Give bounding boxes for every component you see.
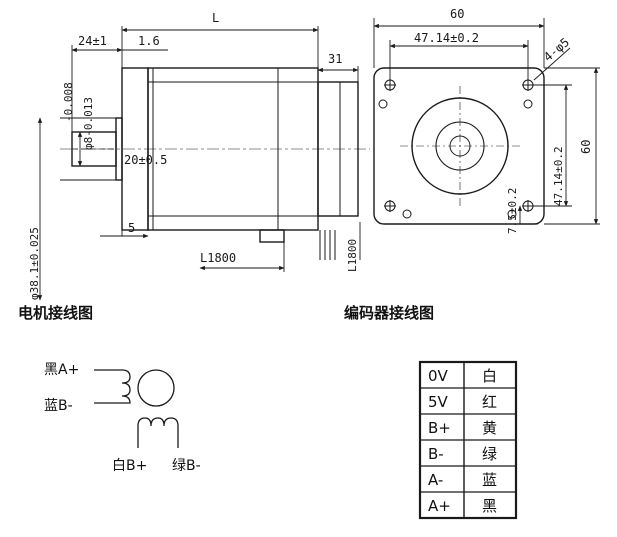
encoder-signal-3: B+ (428, 419, 451, 437)
side-view (60, 67, 370, 260)
dim-cable-2: L1800 (346, 239, 359, 272)
encoder-color-5: 蓝 (482, 471, 497, 489)
dim-60-side: 60 (579, 140, 593, 154)
dim-5: 5 (128, 221, 135, 235)
encoder-color-3: 黄 (482, 419, 497, 437)
encoder-signal-1: 0V (428, 367, 449, 385)
front-view-dimensions (373, 18, 600, 225)
dim-7-5: 7.5±0.2 (506, 188, 519, 234)
label-b-minus: 蓝B- (44, 398, 73, 414)
dim-47-top: 47.14±0.2 (414, 31, 479, 45)
encoder-signal-2: 5V (428, 393, 449, 411)
dim-shaft-tol: -0.008 (62, 82, 75, 122)
mounting-holes (378, 79, 534, 219)
encoder-signal-6: A+ (428, 497, 451, 515)
label-b-plus: 白B+ (112, 458, 147, 474)
encoder-color-6: 黑 (482, 497, 497, 515)
motor-wiring-diagram (94, 369, 179, 448)
dim-boss-dia: φ38.1±0.025 (28, 227, 41, 300)
motor-symbol (137, 369, 175, 407)
dim-20: 20±0.5 (124, 153, 167, 167)
side-view-dimensions (37, 26, 361, 301)
encoder-table (418, 360, 518, 520)
dim-47-side: 47.14±0.2 (552, 146, 565, 206)
dim-31: 31 (328, 52, 342, 66)
motor-cable (259, 229, 285, 243)
dim-24: 24±1 (78, 34, 107, 48)
dim-1-6: 1.6 (138, 34, 160, 48)
caption-encoder-wiring: 编码器接线图 (344, 304, 434, 322)
dim-shaft-dia: φ8-0.013 (82, 97, 95, 150)
caption-motor-wiring: 电机接线图 (18, 304, 93, 322)
encoder-color-2: 红 (482, 393, 497, 411)
dim-60-top: 60 (450, 7, 464, 21)
encoder-signal-4: B- (428, 445, 444, 463)
coil-b (137, 417, 179, 448)
coil-a (94, 369, 131, 404)
dim-cable-1: L1800 (200, 251, 236, 265)
encoder-table-text: 0V 白 5V 红 B+ 黄 B- 绿 A- 蓝 A+ 黑 (428, 367, 497, 515)
encoder-signal-5: A- (428, 471, 443, 489)
encoder-color-1: 白 (482, 367, 497, 385)
encoder-color-4: 绿 (482, 445, 497, 463)
front-view (373, 67, 545, 225)
dim-L: L (212, 11, 219, 25)
label-b-minus-2: 绿B- (172, 458, 201, 474)
label-a-plus: 黑A+ (44, 362, 79, 378)
front-plate (373, 67, 545, 225)
